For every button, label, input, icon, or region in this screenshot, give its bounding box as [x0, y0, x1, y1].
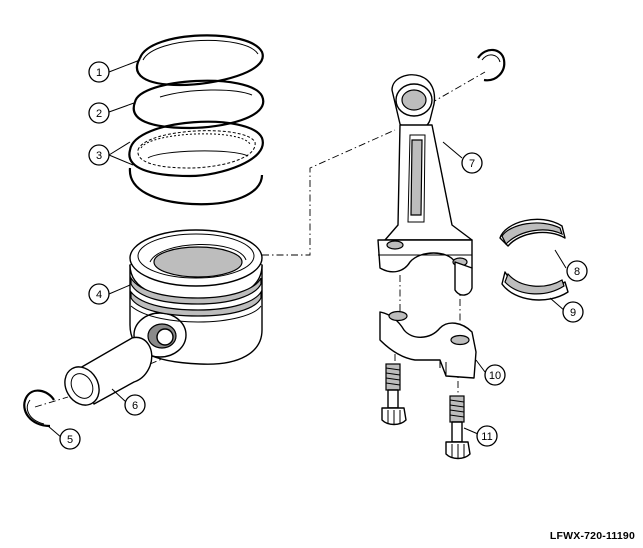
callout-9: 9 [562, 301, 584, 323]
callout-8-label: 8 [574, 266, 580, 278]
piston-ring-second [132, 79, 265, 130]
piston [129, 229, 263, 365]
connecting-rod [377, 74, 473, 296]
callout-3: 3 [88, 144, 110, 166]
callout-6: 6 [124, 394, 146, 416]
snap-ring-right [477, 48, 506, 82]
bearing-lower [501, 271, 569, 301]
callout-11: 11 [476, 425, 498, 447]
callout-1: 1 [88, 61, 110, 83]
callout-7-label: 7 [469, 158, 475, 170]
callout-9-label: 9 [570, 307, 576, 319]
piston-ring-top [135, 34, 264, 87]
callout-3-label: 3 [96, 150, 102, 162]
callout-11-label: 11 [481, 431, 492, 443]
callout-4-label: 4 [96, 289, 102, 301]
callout-10: 10 [484, 364, 506, 386]
rod-bolt-right [445, 395, 471, 460]
rod-bolt-left [381, 363, 407, 426]
figure-code: LFWX-720-11190 [549, 530, 635, 542]
callout-5: 5 [59, 428, 81, 450]
connecting-rod-cap [379, 310, 477, 379]
callout-2-label: 2 [96, 108, 102, 120]
callout-7: 7 [461, 152, 483, 174]
callout-8: 8 [566, 260, 588, 282]
callout-4: 4 [88, 283, 110, 305]
callout-5-label: 5 [67, 434, 73, 446]
callout-10-label: 10 [489, 370, 501, 382]
callout-2: 2 [88, 102, 110, 124]
bearing-upper [499, 218, 566, 247]
oil-control-rings [128, 120, 264, 206]
leader-lines [47, 59, 567, 439]
callout-6-label: 6 [132, 400, 138, 412]
piston-pin [64, 336, 153, 406]
callout-1-label: 1 [96, 67, 102, 79]
snap-ring-left [23, 389, 55, 428]
